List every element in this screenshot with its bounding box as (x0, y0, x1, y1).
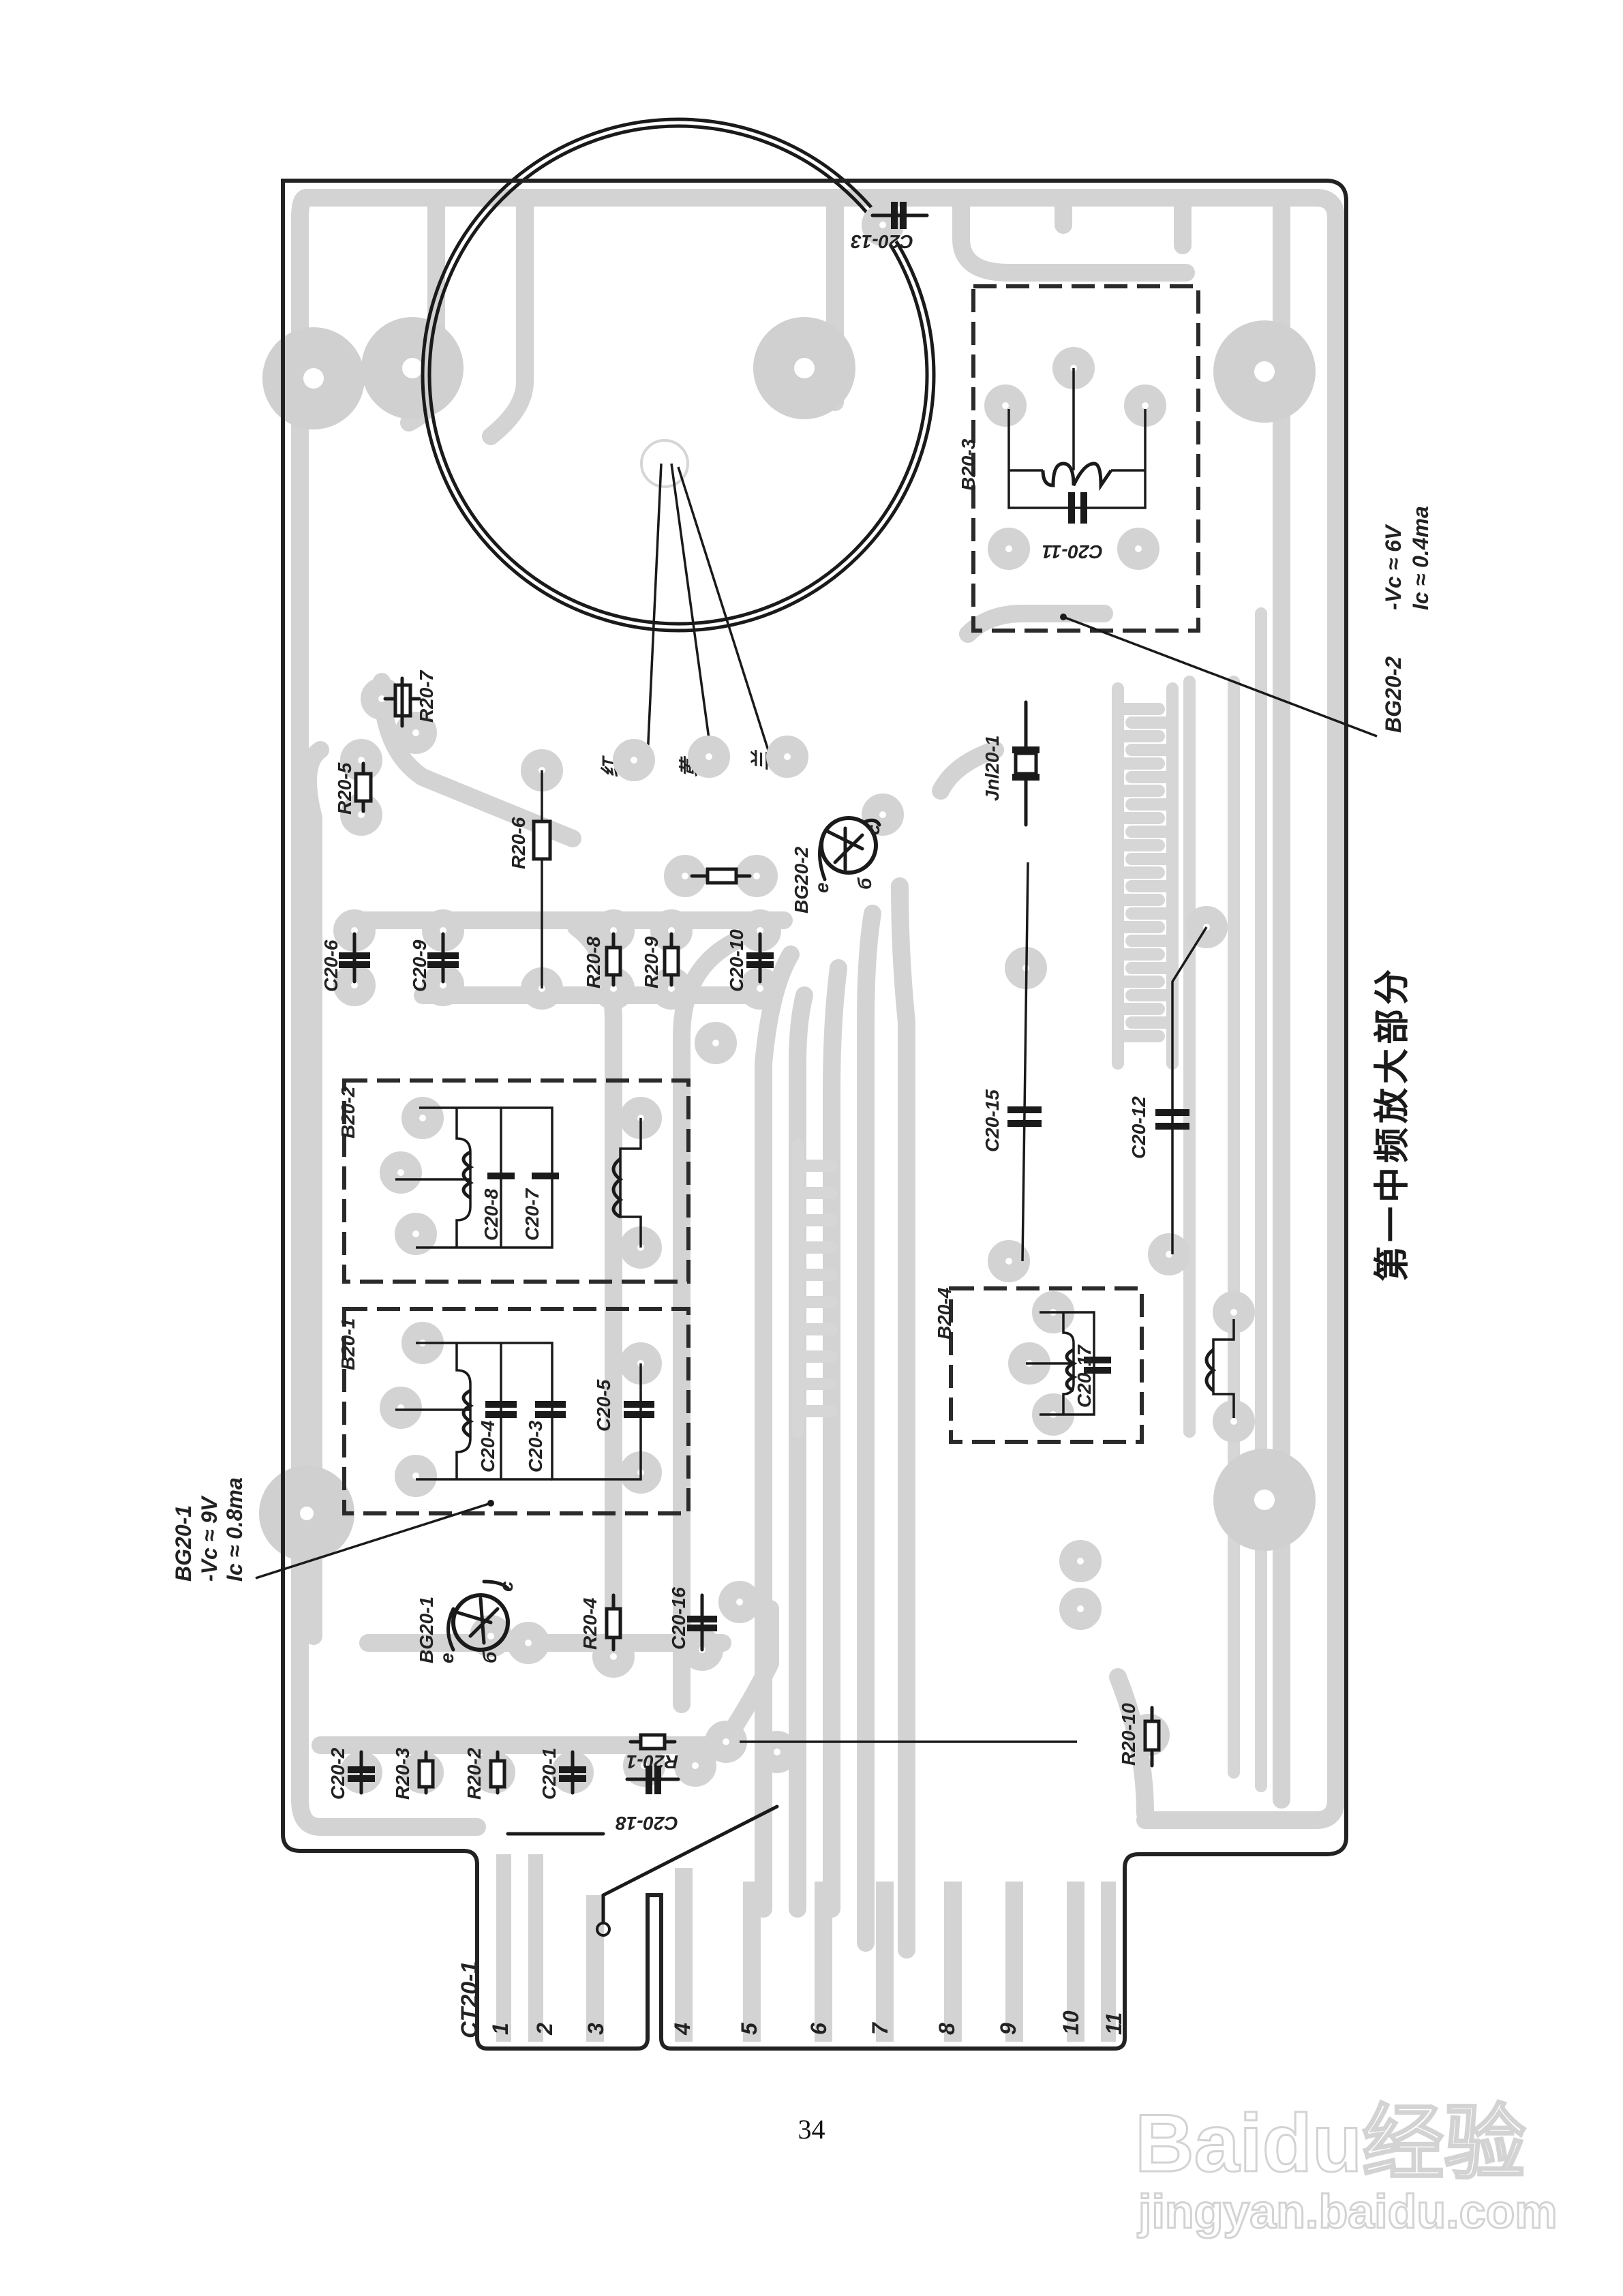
capacitor-c20-13: C20-13 (851, 202, 929, 252)
c20-18-label: C20-18 (616, 1813, 678, 1834)
bg20-2-ic: Ic ≈ 0.4ma (1408, 506, 1433, 610)
c20-5-label: C20-5 (593, 1379, 614, 1432)
c20-9-label: C20-9 (409, 939, 430, 992)
bg20-2-name: BG20-2 (1381, 656, 1406, 733)
bg20-1-ic: Ic ≈ 0.8ma (222, 1477, 247, 1582)
pin-label: 6 (806, 2023, 831, 2035)
c20-17-label: C20-17 (1074, 1344, 1095, 1408)
transformer-b20-3: B20-3 C20-11 (958, 284, 1200, 633)
bg20-1-e-pin: e (436, 1652, 457, 1663)
watermark-url: jingyan.baidu.com (1137, 2185, 1558, 2238)
bg20-1-c-pin: c (496, 1581, 517, 1592)
board-outline (281, 179, 1348, 2051)
transistor-bg20-2: e б c BG20-2 (791, 816, 883, 913)
b20-4-label: B20-4 (934, 1287, 955, 1340)
pin-label: 8 (935, 2023, 959, 2035)
mounting-holes (259, 317, 1316, 1561)
b20-2-label: B20-2 (337, 1086, 359, 1138)
pin-label: 4 (670, 2023, 695, 2036)
resistor-r20-8: R20-8 (583, 932, 622, 988)
capacitor-c20-18: C20-18 (616, 1766, 680, 1834)
pin-label: 10 (1059, 2010, 1083, 2035)
resistor-r20-2: R20-2 (464, 1747, 506, 1800)
c20-8-label: C20-8 (481, 1188, 502, 1241)
c20-11-label: C20-11 (1042, 541, 1103, 562)
c20-1-label: C20-1 (539, 1748, 560, 1800)
copper-traces (291, 189, 1345, 1959)
r20-7-label: R20-7 (416, 669, 437, 723)
pin-label: 9 (996, 2023, 1020, 2035)
connector-pin-labels: 1 2 3 4 5 6 7 8 9 10 11 CT20-1 (457, 1804, 1126, 2038)
watermark-brand: Baidu经验 (1135, 2098, 1526, 2189)
transistor-bg20-1: e б c BG20-1 (416, 1580, 517, 1663)
pin-label: 7 (868, 2021, 892, 2035)
resistor-r20-5: R20-5 (334, 761, 373, 815)
capacitor-c20-2: C20-2 (327, 1747, 375, 1800)
speaker-outline (421, 117, 936, 764)
bg20-1-name: BG20-1 (171, 1505, 196, 1582)
pin-label: 11 (1102, 2012, 1126, 2035)
c20-2-label: C20-2 (327, 1747, 348, 1800)
bg20-1-b-pin: б (479, 1651, 500, 1663)
pin-label: 3 (583, 2023, 608, 2035)
bg20-2-e-pin: e (811, 882, 832, 893)
capacitor-c20-9: C20-9 (409, 932, 459, 992)
c20-15-label: C20-15 (982, 1089, 1003, 1152)
pin-label: 2 (532, 2023, 557, 2036)
connector-label: CT20-1 (457, 1961, 483, 2038)
c20-3-label: C20-3 (525, 1420, 546, 1472)
c20-13-label: C20-13 (851, 231, 913, 252)
r20-6-label: R20-6 (508, 817, 529, 869)
diagram-caption: 第一中频放大部分 (1372, 965, 1413, 1282)
transformer-b20-2: B20-2 C20-8 C20-7 (337, 1078, 691, 1284)
resistor-r20-9: R20-9 (641, 932, 680, 988)
c20-12-label: C20-12 (1128, 1096, 1149, 1159)
transformer-b20-4: B20-4 C20-17 (934, 1286, 1235, 1444)
r20-8-label: R20-8 (583, 936, 604, 988)
bg20-1-annotation: BG20-1 -Vc ≈ 9V Ic ≈ 0.8ma (171, 1477, 491, 1582)
page-number: 34 (798, 2114, 825, 2145)
capacitor-c20-1: C20-1 (539, 1748, 586, 1800)
edge-connector (496, 1854, 1116, 2042)
resistor-r20-10: R20-10 (1118, 1703, 1161, 1768)
c20-6-label: C20-6 (320, 939, 342, 992)
pin-label: 1 (488, 2023, 513, 2035)
r20-9-label: R20-9 (641, 936, 662, 988)
jnl20-1-label: Jnl20-1 (982, 736, 1003, 802)
r20-4-label: R20-4 (579, 1597, 601, 1650)
bg20-2-vc: -Vc ≈ 6V (1381, 524, 1406, 610)
b20-1-label: B20-1 (337, 1318, 359, 1370)
r20-10-label: R20-10 (1118, 1703, 1139, 1766)
capacitor-c20-10: C20-10 (726, 929, 774, 992)
filter-jnl20-1: Jnl20-1 (982, 700, 1040, 827)
transformer-b20-1: B20-1 C20-4 C20-3 C20-5 (337, 1307, 691, 1515)
capacitor-c20-12: C20-12 (1128, 926, 1208, 1254)
bg20-2-annotation: BG20-2 -Vc ≈ 6V Ic ≈ 0.4ma (1063, 506, 1433, 738)
c20-16-label: C20-16 (668, 1587, 689, 1650)
resistor-r20-3: R20-3 (392, 1747, 435, 1800)
capacitor-c20-15: C20-15 (982, 862, 1042, 1262)
resistor-r20-7: R20-7 (383, 669, 437, 728)
c20-10-label: C20-10 (726, 929, 747, 992)
r20-5-label: R20-5 (334, 762, 355, 815)
c20-4-label: C20-4 (477, 1420, 498, 1472)
bg20-2-label: BG20-2 (791, 847, 812, 913)
bg20-1-label: BG20-1 (416, 1597, 437, 1663)
r20-2-label: R20-2 (464, 1747, 485, 1800)
b20-3-label: B20-3 (958, 438, 979, 491)
resistor-bias (690, 867, 752, 885)
r20-3-label: R20-3 (392, 1747, 413, 1800)
resistor-r20-4: R20-4 (579, 1593, 622, 1652)
resistor-r20-6: R20-6 (508, 770, 552, 988)
bg20-1-vc: -Vc ≈ 9V (197, 1495, 222, 1582)
bg20-2-b-pin: б (854, 877, 875, 890)
resistor-r20-1: R20-1 (626, 1733, 678, 1772)
baidu-watermark: Baidu经验 jingyan.baidu.com (1134, 2097, 1559, 2239)
capacitor-c20-6: C20-6 (320, 932, 370, 992)
bg20-2-c-pin: c (862, 824, 883, 835)
capacitor-c20-16: C20-16 (668, 1587, 717, 1652)
c20-7-label: C20-7 (521, 1188, 543, 1241)
pin-label: 5 (737, 2022, 761, 2035)
